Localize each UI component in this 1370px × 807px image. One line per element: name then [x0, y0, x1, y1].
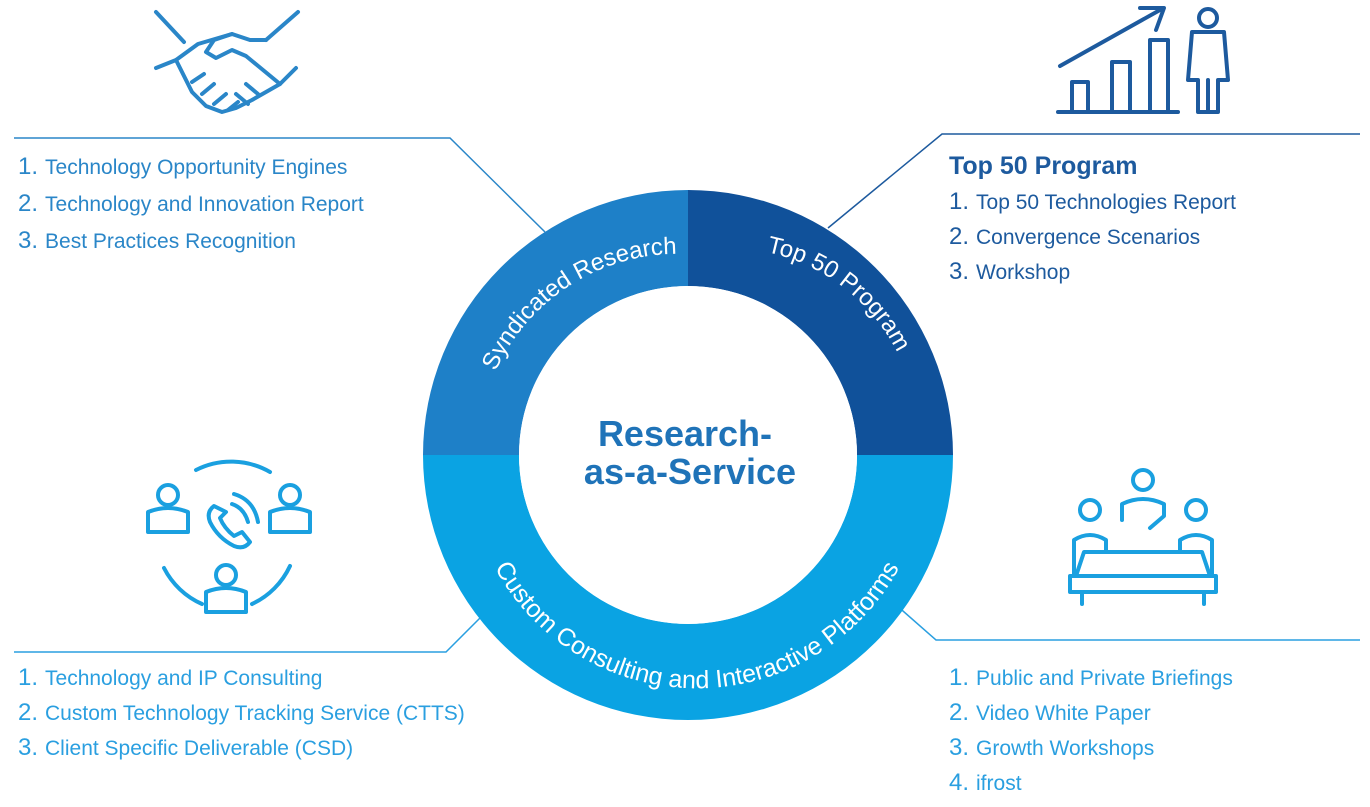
item-text: Client Specific Deliverable (CSD)	[45, 737, 354, 760]
item-text: Convergence Scenarios	[976, 226, 1201, 249]
connector-bottom-right	[894, 603, 1360, 641]
item-text: Technology and IP Consulting	[45, 667, 323, 690]
item-text: Best Practices Recognition	[45, 230, 296, 253]
item-number: 3.	[18, 734, 39, 761]
center-title-line-2: as-a-Service	[584, 451, 796, 492]
interactive-platforms-list: 1. Public and Private Briefings 2. Video W…	[949, 664, 1233, 804]
item-number: 3.	[949, 258, 970, 285]
list-item: 1. Technology and IP Consulting	[18, 664, 465, 699]
item-number: 4.	[949, 769, 970, 796]
item-number: 2.	[18, 699, 39, 726]
item-text: Growth Workshops	[976, 737, 1155, 760]
item-text: Technology Opportunity Engines	[45, 156, 348, 179]
connector-lines	[14, 133, 1360, 653]
list-item: 1. Public and Private Briefings	[949, 664, 1233, 699]
syndicated-research-list: 1. Technology Opportunity Engines 2. Techn…	[18, 153, 364, 264]
list-item: 2. Custom Technology Tracking Service (CT…	[18, 699, 465, 734]
meeting-table-icon	[1068, 468, 1218, 606]
center-title: Research- as-a-Service	[584, 413, 796, 492]
item-text: Workshop	[976, 261, 1071, 284]
item-number: 2.	[949, 223, 970, 250]
item-number: 2.	[949, 699, 970, 726]
connector-top-left	[14, 137, 546, 233]
custom-consulting-list: 1. Technology and IP Consulting 2. Custom …	[18, 664, 465, 769]
item-number: 2.	[18, 190, 39, 217]
item-number: 1.	[18, 153, 39, 180]
handshake-icon	[154, 10, 300, 114]
item-number: 1.	[949, 188, 970, 215]
connector-top-right	[827, 133, 1360, 229]
connector-bottom-left	[14, 613, 485, 653]
item-text: Public and Private Briefings	[976, 667, 1233, 690]
growth-chart-person-icon	[1056, 6, 1230, 114]
item-number: 1.	[18, 664, 39, 691]
list-item: 4. ifrost	[949, 769, 1233, 804]
item-text: Custom Technology Tracking Service (CTTS…	[45, 702, 465, 725]
item-number: 3.	[18, 227, 39, 254]
list-item: 1. Top 50 Technologies Report	[949, 188, 1236, 223]
top-50-program-title: Top 50 Program	[949, 152, 1138, 180]
list-item: 3. Workshop	[949, 258, 1236, 293]
segment-syndicated-research	[423, 190, 688, 455]
list-item: 3. Best Practices Recognition	[18, 227, 364, 264]
segment-custom-consulting	[423, 455, 953, 720]
item-text: Top 50 Technologies Report	[976, 191, 1236, 214]
list-item: 3. Growth Workshops	[949, 734, 1233, 769]
list-item: 2. Convergence Scenarios	[949, 223, 1236, 258]
list-item: 2. Technology and Innovation Report	[18, 190, 364, 227]
top-50-program-list: 1. Top 50 Technologies Report 2. Convergen…	[949, 188, 1236, 293]
call-network-icon	[146, 459, 312, 614]
center-title-line-1: Research-	[598, 413, 772, 454]
item-text: Technology and Innovation Report	[45, 193, 364, 216]
service-ring	[423, 190, 953, 720]
list-item: 2. Video White Paper	[949, 699, 1233, 734]
list-item: 3. Client Specific Deliverable (CSD)	[18, 734, 465, 769]
item-number: 3.	[949, 734, 970, 761]
item-text: Video White Paper	[976, 702, 1151, 725]
item-number: 1.	[949, 664, 970, 691]
segment-top-50-program	[688, 190, 953, 455]
list-item: 1. Technology Opportunity Engines	[18, 153, 364, 190]
item-text: ifrost	[976, 772, 1022, 795]
